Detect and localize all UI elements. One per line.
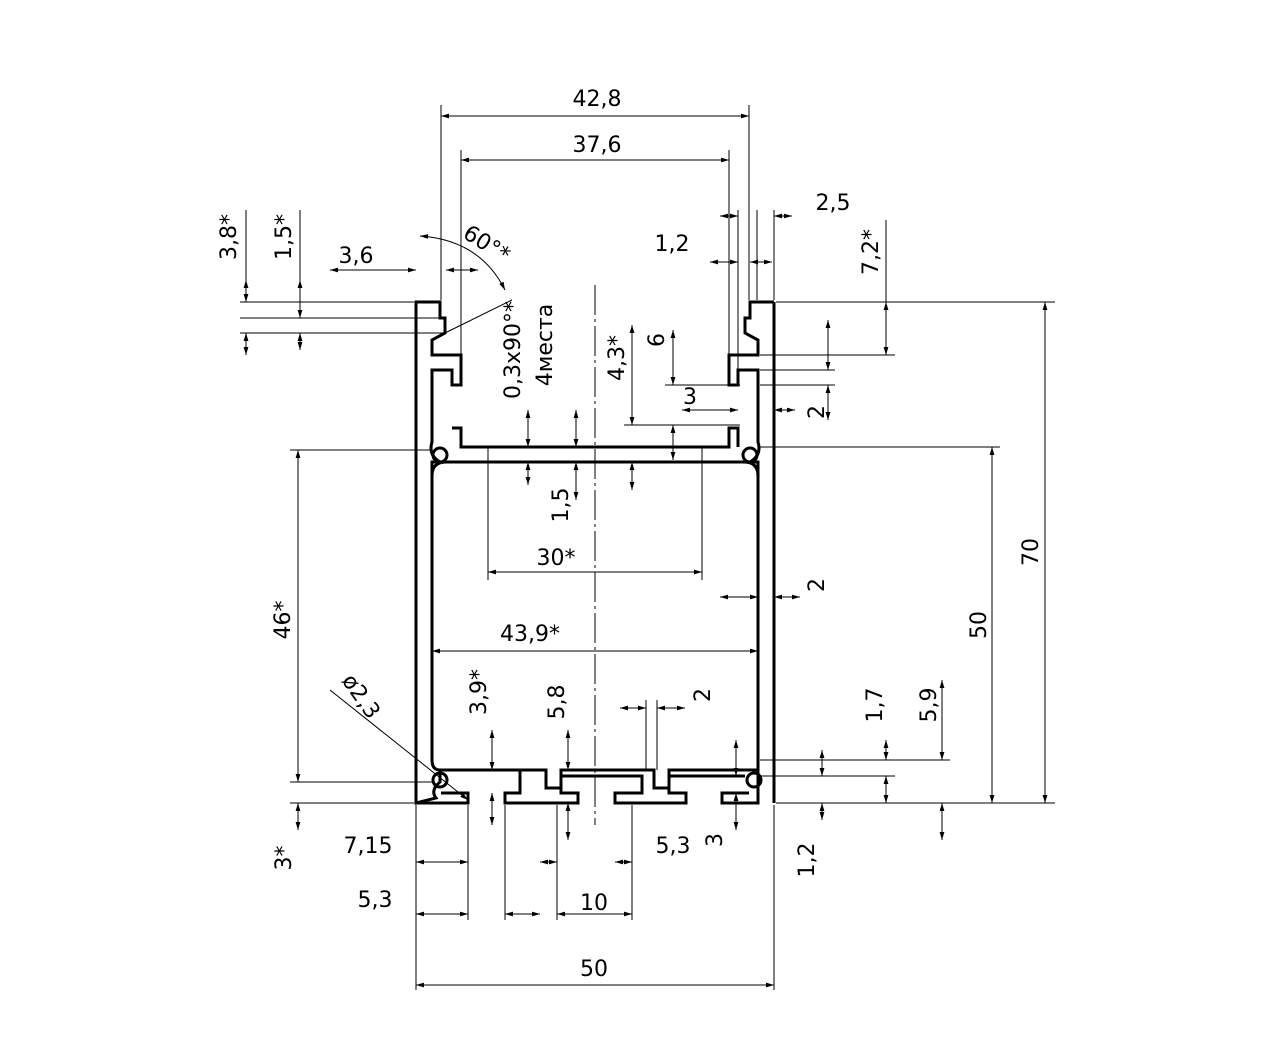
dim-70: 70 bbox=[1019, 538, 1044, 566]
dim-10: 10 bbox=[580, 891, 608, 916]
dim-6: 6 bbox=[645, 333, 670, 347]
dim-2-5: 2,5 bbox=[816, 191, 851, 216]
dim-5-3-left: 5,3 bbox=[358, 888, 393, 913]
dim-3-8: 3,8* bbox=[217, 214, 242, 260]
dim-hole-diameter: ø2,3 bbox=[336, 670, 384, 724]
dim-2-top: 2 bbox=[805, 405, 830, 419]
dim-46: 46* bbox=[271, 601, 296, 640]
dim-43-9: 43,9* bbox=[500, 622, 560, 647]
dim-50-width: 50 bbox=[580, 957, 608, 982]
dim-3-6: 3,6 bbox=[339, 244, 374, 269]
dim-7-2: 7,2* bbox=[859, 229, 884, 275]
dim-chamfer: 0,3x90°* bbox=[501, 301, 526, 399]
dim-2-slot: 2 bbox=[691, 688, 716, 702]
dim-5-8: 5,8 bbox=[545, 685, 570, 720]
dim-37-6: 37,6 bbox=[573, 133, 622, 158]
dim-3-9: 3,9* bbox=[467, 669, 492, 715]
dim-5-9: 5,9 bbox=[917, 688, 942, 723]
dim-3-top: 3 bbox=[683, 385, 697, 410]
dim-4-3: 4,3* bbox=[605, 335, 630, 381]
dim-30: 30* bbox=[537, 546, 576, 571]
dimension-lines bbox=[240, 105, 1055, 990]
note-4-places: 4места bbox=[533, 304, 558, 387]
dim-1-2-bottom: 1,2 bbox=[795, 843, 820, 878]
dim-1-5: 1,5 bbox=[549, 488, 574, 523]
dim-42-8: 42,8 bbox=[573, 87, 622, 112]
dimension-labels: 42,8 37,6 2,5 1,2 7,2* 3,8* 1,5* 3,6 60°… bbox=[217, 87, 1044, 982]
dim-7-15: 7,15 bbox=[344, 834, 393, 859]
dim-50-height: 50 bbox=[967, 611, 992, 639]
dim-angle-60: 60°* bbox=[458, 221, 514, 269]
dim-1-7: 1,7 bbox=[863, 688, 888, 723]
dim-1-5-star: 1,5* bbox=[272, 214, 297, 260]
dim-3-right: 3 bbox=[703, 833, 728, 847]
dim-5-3-right: 5,3 bbox=[656, 834, 691, 859]
dim-3-bottom: 3* bbox=[272, 846, 297, 871]
dim-2-wall: 2 bbox=[805, 578, 830, 592]
dim-1-2: 1,2 bbox=[655, 232, 690, 257]
